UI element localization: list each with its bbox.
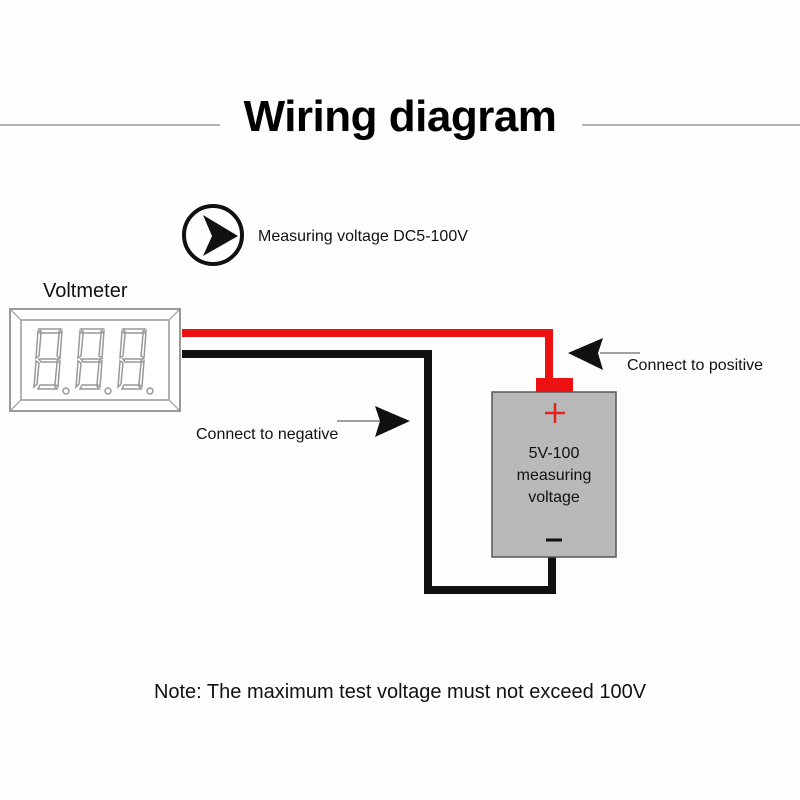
battery [491,378,617,558]
connect-positive-label: Connect to positive [627,357,764,374]
battery-label: 5V-100 measuring voltage [492,443,616,509]
decimal-point [62,387,70,395]
segment [75,359,82,389]
segment [54,359,61,389]
title-rule-right [582,124,800,126]
segment [33,359,40,389]
play-arrow-circle-icon [182,204,244,266]
segment [79,328,105,334]
arrow-left-icon [568,338,640,370]
arrow-right-icon [337,406,410,437]
decimal-point [146,387,154,395]
segment [98,329,105,360]
battery-label-line: measuring [516,467,592,484]
negative-wire [182,350,556,594]
voltmeter-device [9,308,181,412]
seven-segment-display-icon [33,328,154,395]
segment [37,358,61,363]
segment [37,328,63,334]
segment [77,329,84,360]
positive-wire [182,329,553,382]
segment [120,384,143,390]
segment [138,359,145,389]
title-rule-left [0,124,220,126]
segment [35,329,42,360]
segment [78,384,101,390]
segment [36,384,59,390]
legend-text: Measuring voltage DC5-100V [258,228,468,245]
battery-label-line: voltage [528,489,580,506]
segment [121,358,145,363]
voltmeter-label: Voltmeter [43,280,128,302]
battery-label-line: 5V-100 [528,445,580,462]
segment [140,329,147,360]
decimal-point [104,387,112,395]
note-text: Note: The maximum test voltage must not … [153,681,647,703]
segment [56,329,63,360]
segment [96,359,103,389]
segment [117,359,124,389]
page-title: Wiring diagram [243,92,557,141]
segment [79,358,103,363]
segment [121,328,147,334]
connect-negative-label: Connect to negative [196,426,339,443]
battery-positive-terminal [536,378,573,393]
segment [119,329,126,360]
